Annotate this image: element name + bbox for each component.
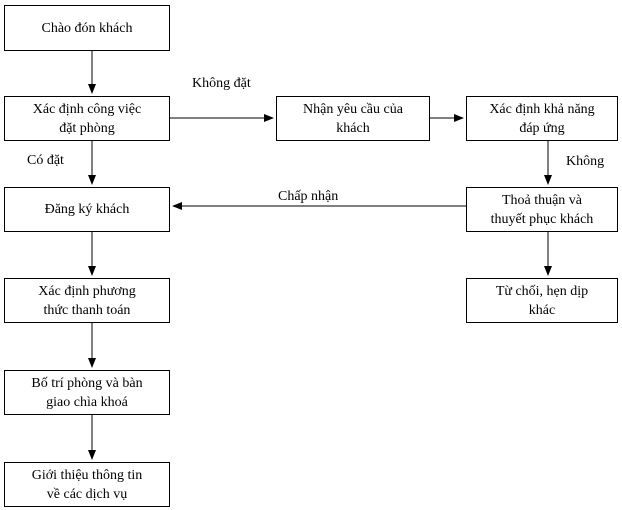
- node-negotiate-persuade: Thoả thuận và thuyết phục khách: [466, 187, 618, 232]
- node-refuse-reschedule: Từ chối, hẹn dịp khác: [466, 278, 618, 323]
- node-arrange-room: Bố trí phòng và bàn giao chìa khoá: [4, 370, 170, 415]
- edge-label-no: Không: [566, 154, 605, 169]
- edge-label-has-booking: Có đặt: [27, 153, 64, 168]
- node-introduce-services: Giới thiệu thông tin về các dịch vụ: [4, 462, 170, 507]
- node-welcome-guest: Chào đón khách: [4, 5, 170, 51]
- node-determine-booking: Xác định công việc đặt phòng: [4, 96, 170, 141]
- node-determine-capability: Xác định khả năng đáp ứng: [466, 96, 618, 141]
- node-receive-request: Nhận yêu cầu của khách: [276, 96, 430, 141]
- node-payment-method: Xác định phương thức thanh toán: [4, 278, 170, 323]
- edge-label-no-booking: Không đặt: [192, 76, 251, 91]
- node-register-guest: Đăng ký khách: [4, 187, 170, 232]
- edge-label-accept: Chấp nhận: [278, 189, 339, 204]
